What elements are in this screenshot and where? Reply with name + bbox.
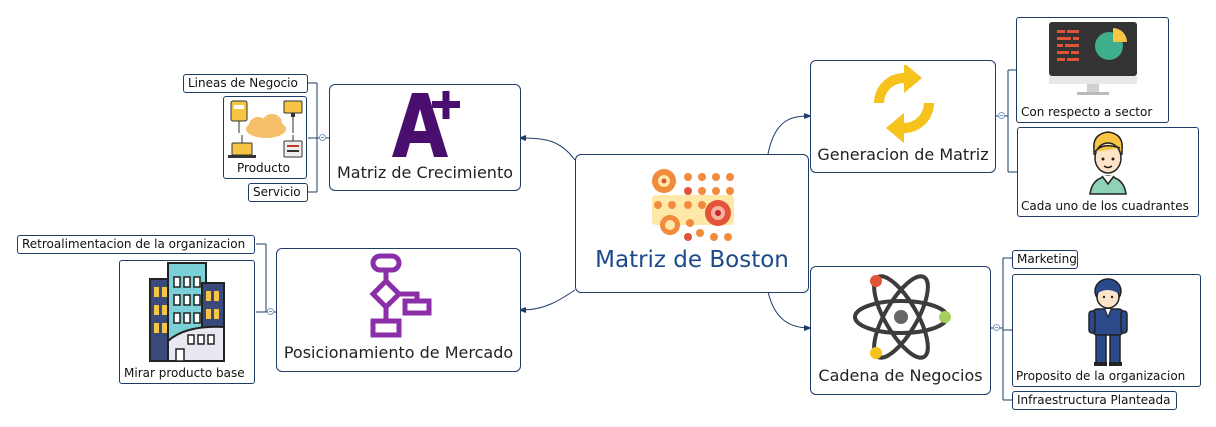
leaf-caption: Proposito de la organizacion <box>1016 369 1186 383</box>
leaf-retroalimentacion[interactable]: Retroalimentacion de la organizacion <box>17 235 255 254</box>
leaf-lineas-de-negocio[interactable]: Lineas de Negocio <box>183 74 308 93</box>
leaf-caption: Cada uno de los cuadrantes <box>1021 199 1189 213</box>
a-plus-grade-icon <box>392 91 460 157</box>
topic-label: Generacion de Matriz <box>817 145 989 164</box>
collapse-toggle-generacion[interactable] <box>998 112 1005 119</box>
leaf-marketing[interactable]: Marketing <box>1012 250 1078 269</box>
person-avatar-icon <box>1089 131 1127 195</box>
cloud-network-icon <box>228 100 303 158</box>
collapse-toggle-crecimiento[interactable] <box>319 134 326 141</box>
leaf-infraestructura-planteada[interactable]: Infraestructura Planteada <box>1012 391 1177 410</box>
building-icon <box>149 262 225 362</box>
topic-generacion-matriz[interactable]: Generacion de Matriz <box>810 60 996 173</box>
leaf-cada-uno-de-los-cuadrantes[interactable]: Cada uno de los cuadrantes <box>1017 127 1199 217</box>
collapse-toggle-posicionamiento[interactable] <box>267 308 274 315</box>
leaf-con-respecto-a-sector[interactable]: Con respecto a sector <box>1016 17 1169 123</box>
topic-posicionamiento-mercado[interactable]: Posicionamiento de Mercado <box>276 248 521 372</box>
topic-label: Cadena de Negocios <box>818 366 983 385</box>
collapse-toggle-cadena[interactable] <box>993 324 1000 331</box>
dashboard-monitor-icon <box>1049 22 1137 95</box>
businessman-icon <box>1088 278 1128 366</box>
central-topic-label: Matriz de Boston <box>595 247 789 273</box>
central-topic[interactable]: Matriz de Boston <box>575 154 809 293</box>
leaf-caption: Mirar producto base <box>124 366 245 380</box>
boston-matrix-dots-icon <box>652 169 734 241</box>
topic-label: Posicionamiento de Mercado <box>283 343 514 362</box>
leaf-proposito-de-la-organizacion[interactable]: Proposito de la organizacion <box>1012 274 1201 387</box>
leaf-caption: Producto <box>237 161 290 175</box>
leaf-caption: Con respecto a sector <box>1021 105 1153 119</box>
leaf-producto[interactable]: Producto <box>223 96 307 179</box>
atom-icon <box>853 274 951 360</box>
topic-label: Matriz de Crecimiento <box>336 163 514 182</box>
topic-cadena-negocios[interactable]: Cadena de Negocios <box>810 266 991 395</box>
leaf-servicio[interactable]: Servicio <box>248 183 308 202</box>
flowchart-icon <box>369 253 432 338</box>
leaf-mirar-producto-base[interactable]: Mirar producto base <box>119 260 255 384</box>
refresh-arrows-icon <box>874 65 934 143</box>
topic-matriz-crecimiento[interactable]: Matriz de Crecimiento <box>329 84 521 191</box>
